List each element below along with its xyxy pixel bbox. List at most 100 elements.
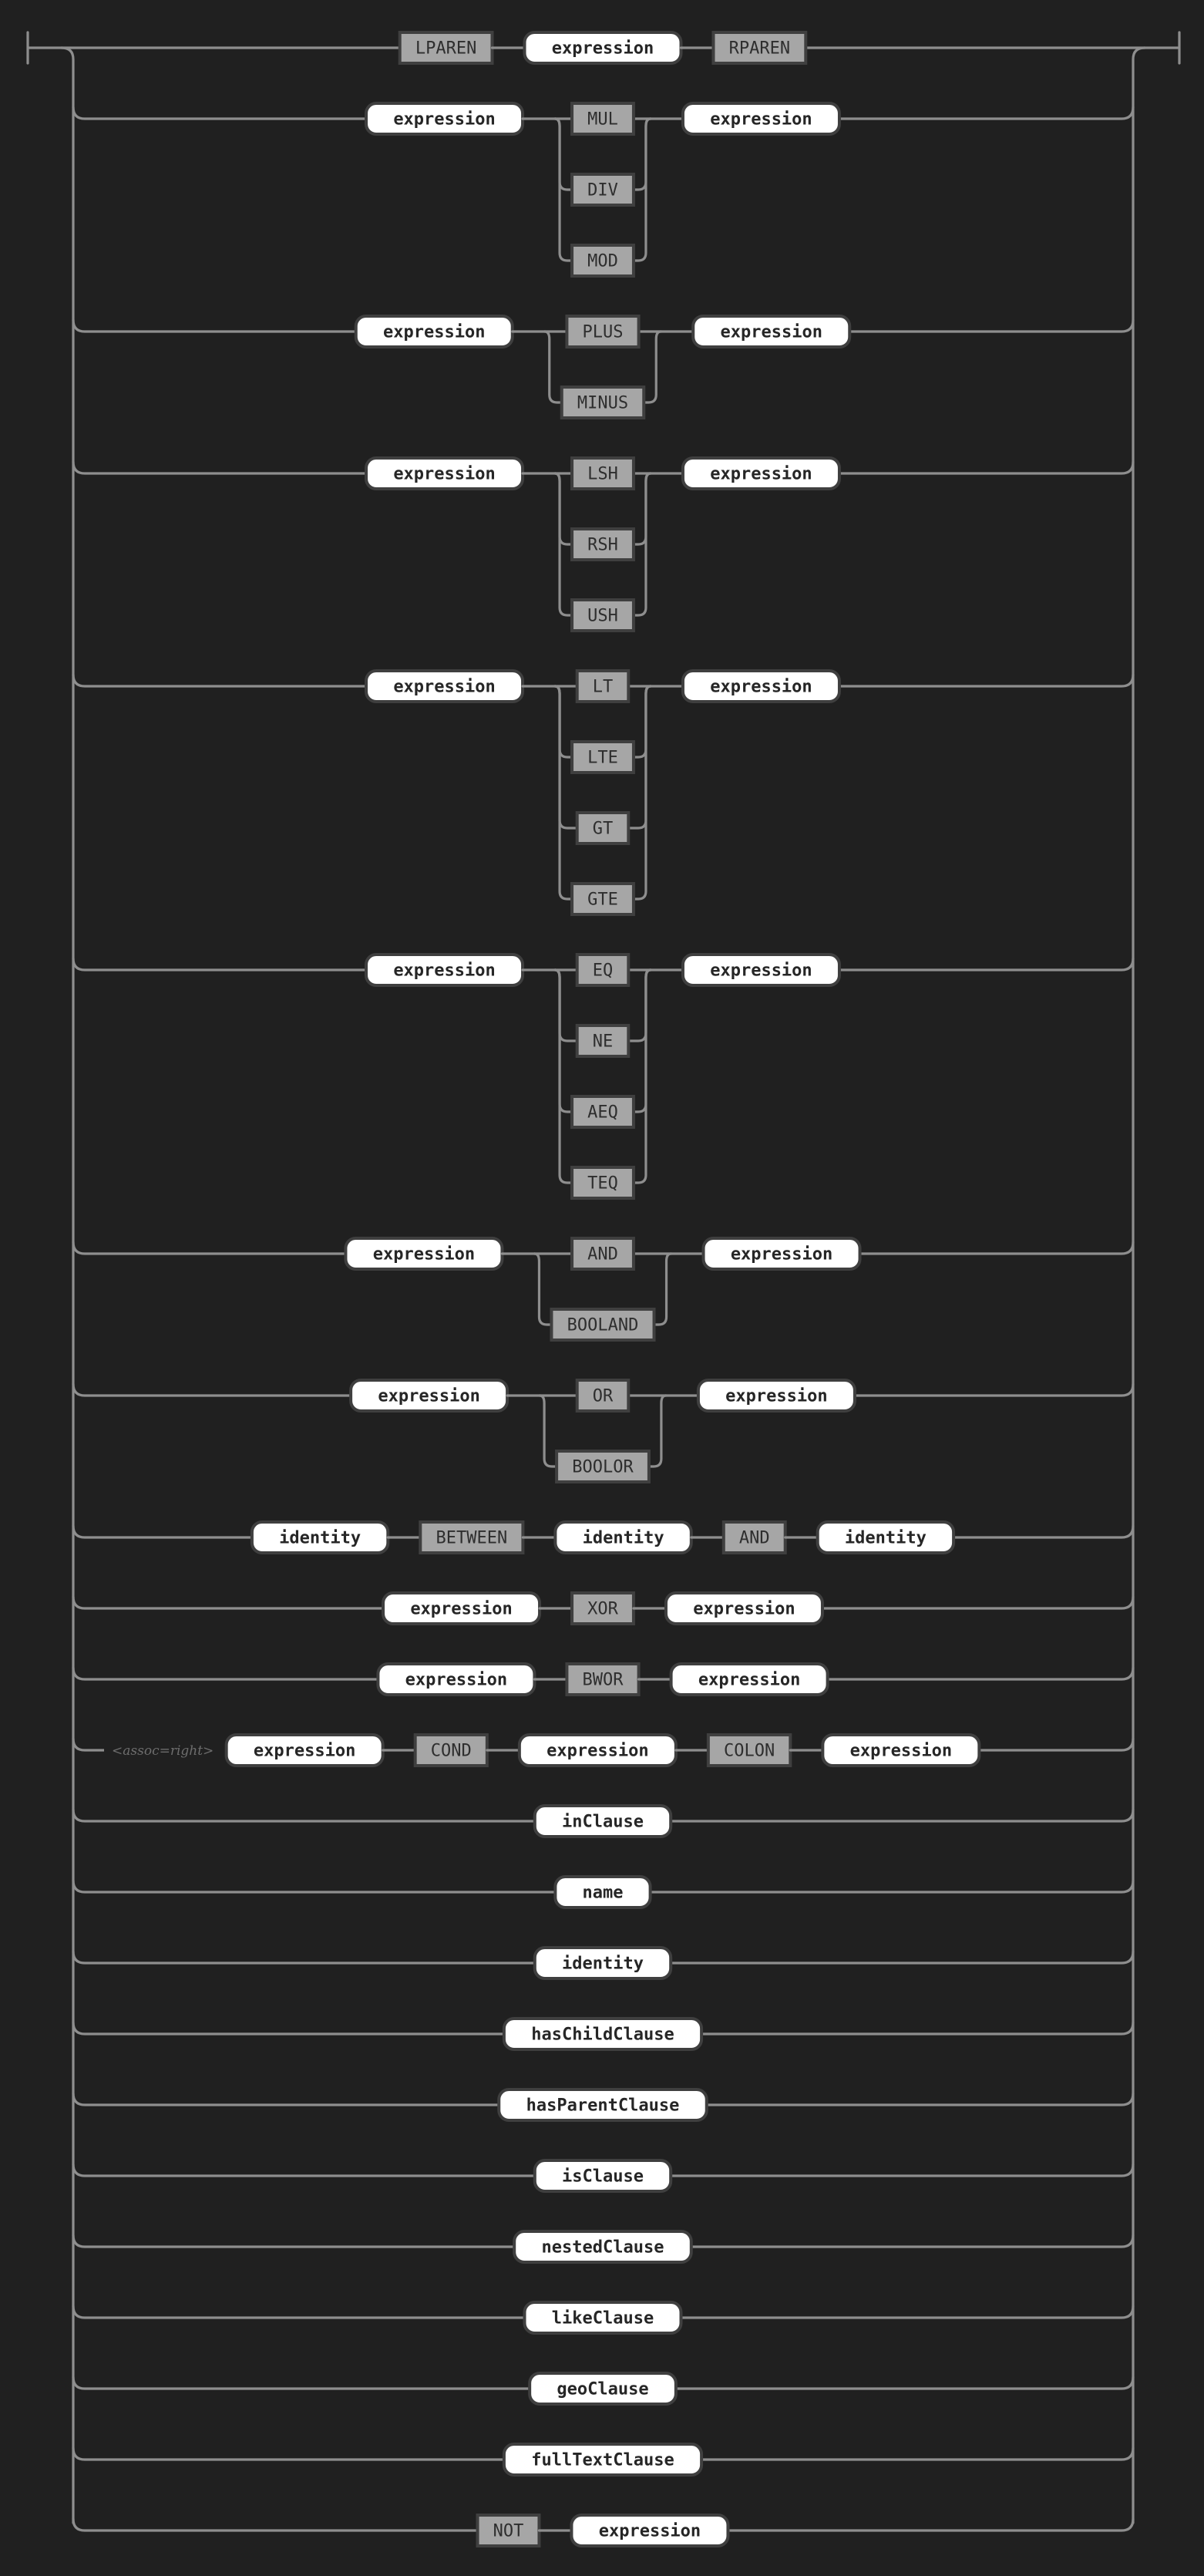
assoc-comment: <assoc=right> [112, 1743, 214, 1759]
terminal-box [575, 669, 631, 703]
node-label: isClause [562, 2167, 644, 2187]
terminal-div: DIV [570, 173, 635, 207]
terminal-gt: GT [575, 811, 631, 845]
alt-entry [72, 460, 368, 475]
branch-curve [543, 330, 563, 404]
alt-exit [700, 2021, 1135, 2036]
terminal-box [419, 1520, 525, 1554]
node-label: identity [583, 1529, 664, 1548]
nonterminal-fulltextclause: fullTextClause [502, 2443, 704, 2477]
alt-exit [669, 1950, 1135, 1965]
node-label: expression [850, 1742, 952, 1761]
alt-exit [690, 2234, 1135, 2248]
nonterminal-expression: expression [365, 953, 525, 987]
branch-curve [553, 685, 573, 901]
nonterminal-expression: expression [821, 1733, 981, 1767]
node-label: name [583, 1884, 624, 1903]
alt-entry [72, 1737, 228, 1752]
nonterminal-box [513, 2230, 693, 2264]
terminal-box [570, 527, 635, 561]
alt-entry [72, 1808, 536, 1823]
node-label: NOT [493, 2522, 524, 2541]
terminal-ush: USH [570, 598, 635, 632]
alt-exit [838, 460, 1135, 475]
nonterminal-expression: expression [365, 669, 525, 703]
end-marker [1143, 31, 1181, 65]
terminal-lparen: LPAREN [398, 31, 494, 65]
node-label: hasParentClause [526, 2096, 680, 2116]
terminal-mod: MOD [570, 244, 635, 278]
terminal-teq: TEQ [570, 1166, 635, 1200]
node-label: expression [393, 465, 495, 484]
nonterminal-expression: expression [681, 456, 841, 490]
terminal-box [570, 1166, 635, 1200]
terminal-box [575, 953, 631, 987]
alt-entry [72, 1524, 254, 1539]
terminal-box [570, 173, 635, 207]
terminal-box [570, 740, 635, 774]
nonterminal-identity: identity [816, 1520, 956, 1554]
node-label: USH [587, 607, 618, 626]
node-label: expression [731, 1245, 832, 1264]
node-label: expression [393, 961, 495, 981]
terminal-eq: EQ [575, 953, 631, 987]
node-label: expression [383, 323, 485, 342]
node-label: TEQ [587, 1174, 618, 1194]
nonterminal-box [533, 2159, 673, 2193]
alt-entry [72, 1950, 536, 1965]
alt-exit [821, 1595, 1135, 1610]
terminal-box [550, 1308, 656, 1342]
nonterminal-expression: expression [681, 669, 841, 703]
nonterminal-identity: identity [533, 1946, 673, 1980]
nonterminal-expression: expression [349, 1379, 510, 1413]
comment-backdrop [104, 1739, 239, 1759]
node-label: expression [710, 110, 812, 130]
node-label: expression [693, 1600, 795, 1619]
nonterminal-box [681, 953, 841, 987]
alt-exit [679, 2305, 1135, 2319]
nonterminal-box [523, 2301, 683, 2335]
node-label: fullTextClause [531, 2451, 674, 2470]
branch-curve [553, 117, 573, 191]
alt-entry [72, 673, 368, 688]
alt-entry [72, 2234, 516, 2248]
nonterminal-expression: expression [344, 1237, 504, 1271]
alt-entry [72, 1382, 352, 1397]
terminal-box [570, 882, 635, 916]
nonterminal-hasparentclause: hasParentClause [497, 2088, 708, 2122]
terminal-cond: COND [413, 1733, 489, 1767]
nonterminal-expression: expression [669, 1662, 829, 1696]
terminal-between: BETWEEN [419, 1520, 525, 1554]
node-label: nestedClause [542, 2238, 664, 2258]
nonterminal-identity: identity [250, 1520, 390, 1554]
alt-exit [705, 2092, 1135, 2106]
node-label: hasChildClause [531, 2025, 674, 2045]
node-label: MOD [587, 252, 618, 271]
node-label: inClause [562, 1813, 644, 1832]
nonterminal-haschildclause: hasChildClause [502, 2017, 704, 2051]
branch-curve [627, 968, 652, 1042]
terminal-lt: LT [575, 669, 631, 703]
alt-exit [669, 1808, 1135, 1823]
left-rail [60, 46, 75, 2524]
node-label: expression [547, 1742, 648, 1761]
branch-curve [533, 1252, 553, 1326]
terminal-box [565, 1662, 641, 1696]
alt-exit [674, 2376, 1135, 2390]
alt-exit [848, 318, 1135, 333]
node-label: PLUS [583, 323, 624, 342]
nonterminal-inclause: inClause [533, 1804, 673, 1838]
alt-entry [72, 1879, 557, 1894]
node-label: DIV [587, 181, 618, 200]
nonterminal-expression: expression [224, 1733, 385, 1767]
node-label: LPAREN [415, 39, 476, 59]
branch-curve [553, 117, 573, 262]
nonterminal-box [681, 669, 841, 703]
terminal-booland: BOOLAND [550, 1308, 656, 1342]
branch-curve [632, 685, 652, 901]
node-label: expression [710, 961, 812, 981]
alt-entry [72, 2163, 536, 2177]
node-label: BOOLAND [567, 1316, 639, 1335]
terminal-bwor: BWOR [565, 1662, 641, 1696]
terminal-minus: MINUS [560, 386, 646, 419]
